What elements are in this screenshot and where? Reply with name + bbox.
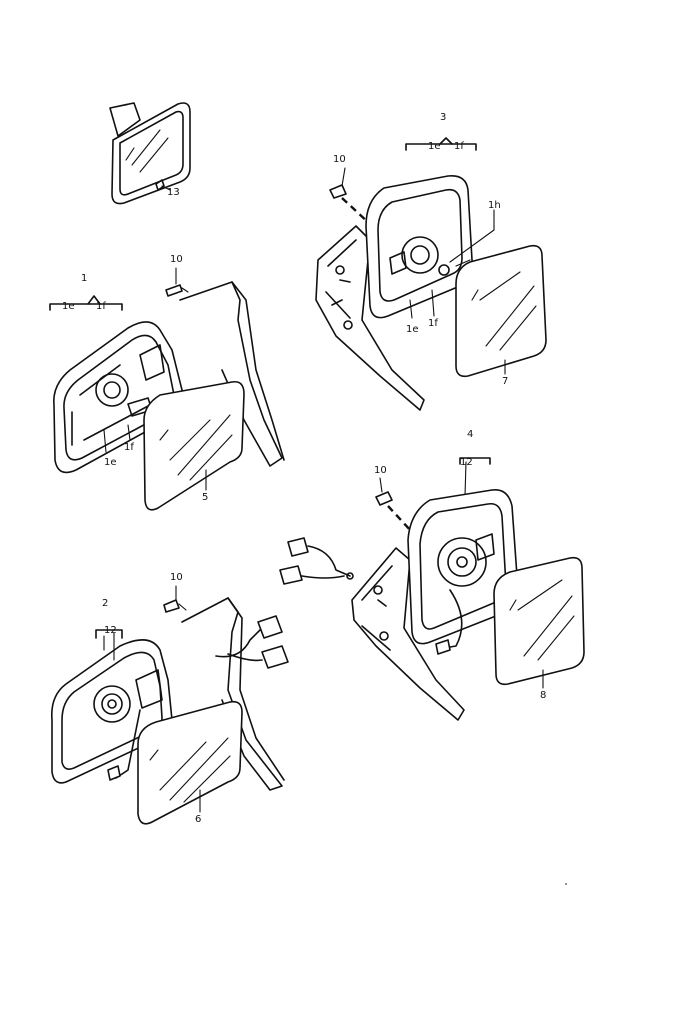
interior-mirror-mount bbox=[109, 102, 141, 137]
screw-3 bbox=[329, 184, 347, 199]
callout-10-assembly-3: 10 bbox=[333, 154, 346, 165]
callout-5: 5 bbox=[202, 492, 208, 503]
callout-3: 3 bbox=[440, 112, 446, 123]
callout-10-assembly-1: 10 bbox=[170, 254, 183, 265]
callout-1h-assembly-3: 1h bbox=[488, 200, 501, 211]
mirror-glass-8 bbox=[493, 556, 585, 686]
callout-7: 7 bbox=[502, 376, 508, 387]
mirror-assembly-1 bbox=[49, 281, 285, 511]
adjuster-motor-2 bbox=[93, 685, 131, 723]
mirror-assembly-2 bbox=[50, 597, 289, 825]
screw-2 bbox=[163, 599, 180, 613]
mirror-housing-2 bbox=[50, 639, 174, 784]
mirror-glass-6 bbox=[137, 700, 243, 825]
callout-1e-assembly-3: 1e bbox=[406, 324, 419, 335]
mirror-housing-1 bbox=[53, 321, 184, 474]
interior-mirror-housing bbox=[111, 102, 191, 205]
callout-1e-assembly-1-top: 1e bbox=[62, 301, 75, 312]
callout-6: 6 bbox=[195, 814, 201, 825]
mirror-glass-5 bbox=[143, 380, 245, 511]
mount-base-4 bbox=[351, 547, 465, 721]
screw-1 bbox=[165, 284, 183, 297]
screw-4 bbox=[375, 491, 393, 506]
callout-13: 13 bbox=[167, 187, 180, 198]
adjuster-motor-4 bbox=[437, 537, 487, 587]
callout-12-assembly-4: 12 bbox=[460, 457, 473, 468]
mirror-assembly-4 bbox=[279, 457, 585, 721]
callout-2: 2 bbox=[102, 598, 108, 609]
adjuster-motor-3 bbox=[401, 236, 439, 274]
leader-lines bbox=[113, 167, 544, 813]
callout-labels: 13 1 2 3 4 5 6 7 8 10 10 10 10 12 12 1e … bbox=[62, 112, 546, 825]
callout-1f-assembly-3: 1f bbox=[428, 318, 438, 329]
callout-1: 1 bbox=[81, 273, 87, 284]
callout-1f-assembly-1: 1f bbox=[124, 442, 134, 453]
callout-12-assembly-2: 12 bbox=[104, 625, 117, 636]
wiring-connector-4b bbox=[279, 565, 303, 585]
mirror-assembly-3 bbox=[315, 137, 547, 411]
interior-mirror-assembly bbox=[109, 102, 191, 205]
callout-1f-assembly-1-top: 1f bbox=[96, 301, 106, 312]
callout-10-assembly-4: 10 bbox=[374, 465, 387, 476]
mirror-glass-7 bbox=[455, 244, 547, 378]
callout-10-assembly-2: 10 bbox=[170, 572, 183, 583]
callout-8: 8 bbox=[540, 690, 546, 701]
callout-1f-assembly-3-top: 1f bbox=[454, 141, 464, 152]
adjuster-motor-1 bbox=[95, 373, 129, 407]
stray-dot bbox=[565, 883, 567, 885]
callout-4: 4 bbox=[467, 429, 473, 440]
callout-1e-assembly-3-top: 1e bbox=[428, 141, 441, 152]
callout-1e-assembly-1: 1e bbox=[104, 457, 117, 468]
wiring-connector-4a bbox=[287, 537, 309, 557]
wiring-harness-2 bbox=[215, 625, 265, 658]
